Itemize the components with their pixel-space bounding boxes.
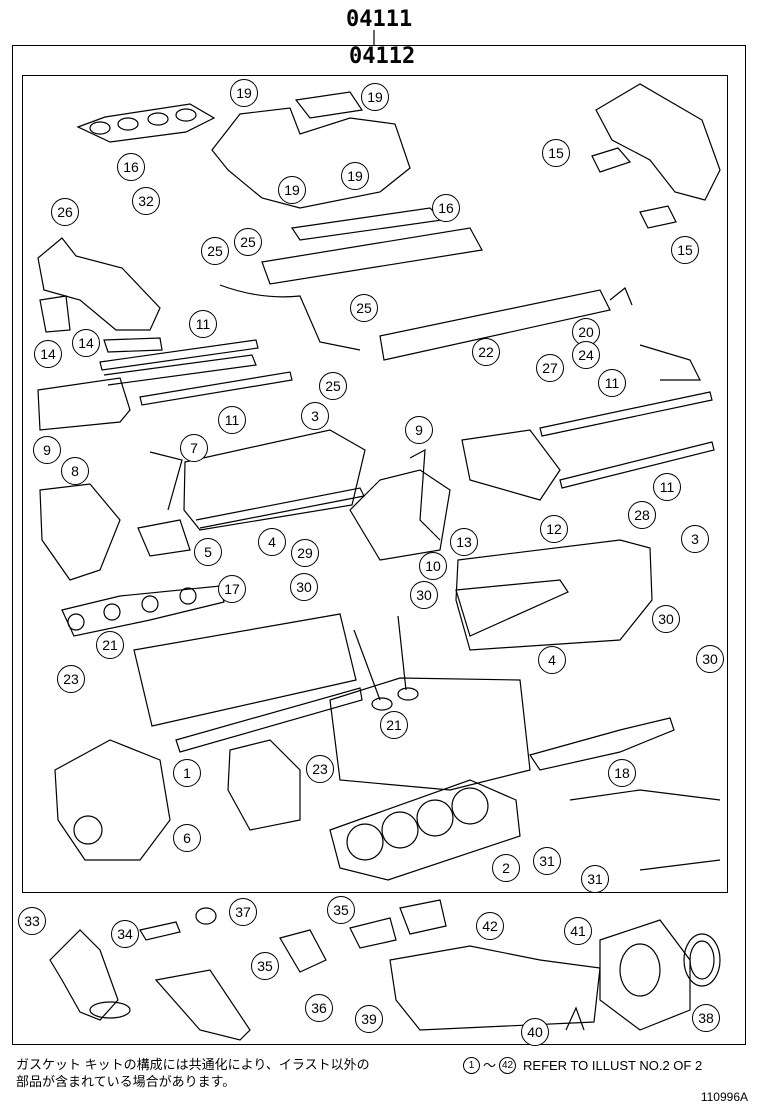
callout-6: 6: [173, 824, 201, 852]
callout-2: 2: [492, 854, 520, 882]
callout-23-a: 23: [57, 665, 85, 693]
callout-29: 29: [291, 539, 319, 567]
callout-17: 17: [218, 575, 246, 603]
callout-3-b: 3: [681, 525, 709, 553]
callout-31-a: 31: [533, 847, 561, 875]
callout-16-b: 16: [432, 194, 460, 222]
callout-13: 13: [450, 528, 478, 556]
callout-37: 37: [229, 898, 257, 926]
callout-27: 27: [536, 354, 564, 382]
callout-28: 28: [628, 501, 656, 529]
callout-21-b: 21: [380, 711, 408, 739]
callout-9-a: 9: [33, 436, 61, 464]
callout-36: 36: [305, 994, 333, 1022]
ref-to-marker: 42: [499, 1057, 517, 1074]
kit-code-inner: 04112: [346, 44, 419, 69]
ref-from-marker: 1: [463, 1057, 480, 1074]
callout-16-a: 16: [117, 153, 145, 181]
callout-1: 1: [173, 759, 201, 787]
callout-5: 5: [194, 538, 222, 566]
callout-4-b: 4: [538, 646, 566, 674]
callout-41: 41: [564, 917, 592, 945]
note-jp-line1: ガスケット キットの構成には共通化により、イラスト以外の: [16, 1057, 370, 1072]
reference-note: 1 ～ 42 REFER TO ILLUST NO.2 OF 2: [463, 1057, 702, 1074]
callout-30-d: 30: [696, 645, 724, 673]
callout-18: 18: [608, 759, 636, 787]
note-jp-line2: 部品が含まれている場合があります。: [16, 1074, 236, 1089]
callout-22: 22: [472, 338, 500, 366]
callout-33: 33: [18, 907, 46, 935]
callout-32: 32: [132, 187, 160, 215]
callout-14-b: 14: [34, 340, 62, 368]
callout-10: 10: [419, 552, 447, 580]
callout-31-b: 31: [581, 865, 609, 893]
callout-19-c: 19: [278, 176, 306, 204]
callout-19-d: 19: [341, 162, 369, 190]
callout-24: 24: [572, 341, 600, 369]
gasket-kit-outer-frame: [12, 45, 746, 1045]
callout-25-b: 25: [234, 228, 262, 256]
callout-34: 34: [111, 920, 139, 948]
callout-25-a: 25: [201, 237, 229, 265]
callout-21-a: 21: [96, 631, 124, 659]
callout-4-a: 4: [258, 528, 286, 556]
callout-11-c: 11: [598, 369, 626, 397]
ref-text: REFER TO ILLUST NO.2 OF 2: [523, 1058, 703, 1073]
callout-35-b: 35: [251, 952, 279, 980]
callout-30-b: 30: [410, 581, 438, 609]
callout-15-a: 15: [542, 139, 570, 167]
callout-12: 12: [540, 515, 568, 543]
gasket-kit-inner-frame: [22, 75, 728, 893]
callout-26: 26: [51, 198, 79, 226]
ref-separator: ～: [483, 1058, 497, 1073]
callout-15-b: 15: [671, 236, 699, 264]
callout-39: 39: [355, 1005, 383, 1033]
callout-40: 40: [521, 1018, 549, 1046]
callout-35-a: 35: [327, 896, 355, 924]
callout-8: 8: [61, 457, 89, 485]
kit-code-outer: 04111: [346, 7, 413, 32]
callout-25-c: 25: [350, 294, 378, 322]
callout-11-a: 11: [189, 310, 217, 338]
composition-note-jp: ガスケット キットの構成には共通化により、イラスト以外の 部品が含まれている場合…: [16, 1056, 436, 1090]
callout-30-a: 30: [290, 573, 318, 601]
callout-11-d: 11: [653, 473, 681, 501]
callout-30-c: 30: [652, 605, 680, 633]
callout-23-b: 23: [306, 755, 334, 783]
callout-19-b: 19: [361, 83, 389, 111]
callout-25-d: 25: [319, 372, 347, 400]
illustration-id: 110996A: [700, 1090, 748, 1104]
callout-42: 42: [476, 912, 504, 940]
callout-14-a: 14: [72, 329, 100, 357]
callout-19-a: 19: [230, 79, 258, 107]
callout-11-b: 11: [218, 406, 246, 434]
callout-7: 7: [180, 434, 208, 462]
callout-9-b: 9: [405, 416, 433, 444]
callout-38: 38: [692, 1004, 720, 1032]
callout-3-a: 3: [301, 402, 329, 430]
